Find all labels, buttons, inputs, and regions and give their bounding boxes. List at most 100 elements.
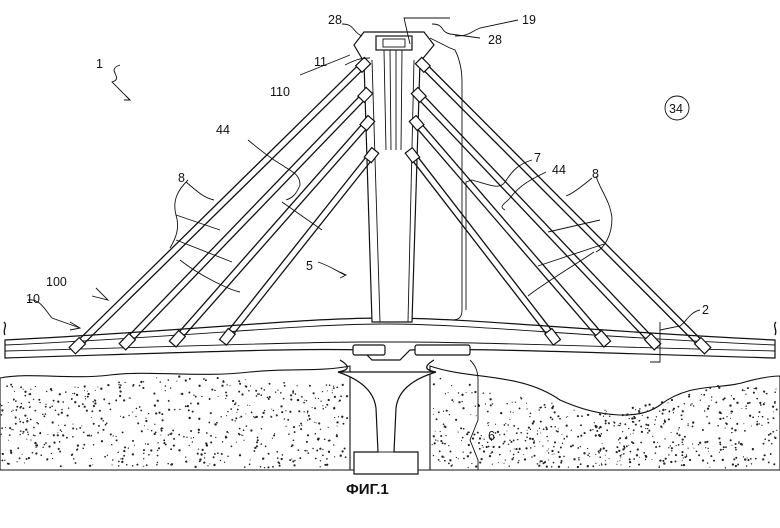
soil-dot	[617, 438, 620, 441]
soil-dot	[597, 433, 601, 437]
soil-dot	[205, 432, 208, 434]
soil-dot	[300, 422, 303, 425]
soil-dot	[503, 462, 505, 464]
soil-dot	[442, 423, 445, 426]
soil-dot	[619, 454, 622, 457]
soil-dot	[719, 448, 722, 451]
soil-dot	[215, 436, 217, 439]
soil-dot	[745, 465, 748, 467]
soil-dot	[22, 421, 25, 424]
soil-dot	[76, 449, 78, 451]
soil-dot	[290, 398, 293, 401]
soil-dot	[18, 457, 21, 460]
soil-dot	[599, 425, 602, 429]
soil-dot	[332, 387, 335, 389]
soil-dot	[262, 411, 265, 415]
soil-dot	[121, 431, 124, 434]
soil-dot	[594, 434, 597, 437]
soil-dot	[30, 388, 32, 390]
soil-dot	[342, 422, 345, 425]
soil-dot	[271, 437, 274, 439]
soil-dot	[479, 461, 482, 464]
soil-dot	[581, 415, 583, 417]
soil-dot	[194, 395, 197, 398]
soil-dot	[239, 382, 242, 385]
soil-dot	[281, 454, 284, 456]
soil-dot	[40, 454, 43, 457]
soil-dot	[449, 459, 452, 462]
soil-dot	[268, 382, 271, 385]
soil-dot	[551, 453, 553, 455]
soil-dot	[542, 462, 545, 465]
soil-dot	[526, 432, 529, 435]
soil-dot	[185, 456, 187, 458]
soil-dot	[691, 425, 694, 428]
soil-dot	[53, 441, 56, 444]
soil-dot	[707, 450, 709, 452]
soil-dot	[440, 434, 443, 438]
soil-dot	[294, 459, 296, 462]
soil-dot	[451, 464, 453, 466]
soil-dot	[0, 460, 1, 462]
soil-dot	[579, 463, 582, 466]
soil-dot	[718, 386, 721, 389]
soil-dot	[300, 428, 303, 431]
soil-dot	[532, 420, 535, 423]
soil-dot	[115, 435, 117, 438]
soil-dot	[507, 424, 509, 426]
soil-dot	[109, 408, 112, 411]
soil-dot	[669, 445, 671, 447]
soil-dot	[203, 457, 206, 459]
soil-dot	[529, 428, 532, 431]
soil-dot	[100, 440, 104, 443]
soil-dot	[675, 444, 677, 447]
soil-dot	[599, 448, 602, 451]
soil-dot	[682, 443, 684, 446]
soil-dot	[515, 448, 518, 451]
soil-dot	[560, 459, 563, 462]
soil-dot	[185, 460, 188, 463]
soil-dot	[776, 429, 778, 431]
soil-dot	[254, 446, 257, 450]
soil-dot	[140, 430, 143, 433]
soil-dot	[746, 457, 748, 459]
soil-dot	[194, 465, 197, 469]
soil-dot	[762, 442, 765, 445]
soil-dot	[705, 447, 707, 449]
soil-dot	[644, 404, 647, 407]
soil-dot	[506, 430, 508, 432]
deck-anchor-box	[168, 329, 187, 348]
deck-anchor-box	[643, 332, 662, 351]
soil-dot	[271, 408, 273, 410]
soil-dot	[447, 392, 449, 394]
soil-dot	[213, 463, 216, 467]
soil-dot	[596, 430, 599, 432]
soil-dot	[334, 416, 336, 419]
soil-dot	[736, 401, 739, 404]
soil-dot	[133, 444, 135, 446]
anchor-rect	[593, 329, 612, 348]
soil-dot	[512, 439, 515, 442]
soil-dot	[238, 427, 241, 430]
soil-dot	[25, 458, 28, 460]
stay-cable-line	[411, 121, 601, 341]
soil-dot	[90, 434, 93, 436]
soil-dot	[735, 448, 737, 451]
soil-dot	[170, 463, 173, 466]
soil-dot	[106, 454, 109, 456]
soil-dot	[132, 411, 134, 413]
soil-dot	[655, 416, 658, 418]
soil-dot	[57, 400, 60, 403]
soil-dot	[757, 416, 760, 418]
soil-dot	[45, 390, 48, 393]
soil-dot	[439, 460, 441, 462]
soil-dot	[334, 456, 336, 458]
soil-dot	[688, 393, 691, 396]
soil-dot	[184, 405, 187, 408]
soil-dot	[325, 384, 328, 386]
soil-dot	[118, 460, 120, 463]
soil-dot	[756, 423, 759, 426]
soil-dot	[481, 444, 483, 447]
soil-dot	[758, 411, 761, 414]
soil-dot	[482, 446, 484, 448]
